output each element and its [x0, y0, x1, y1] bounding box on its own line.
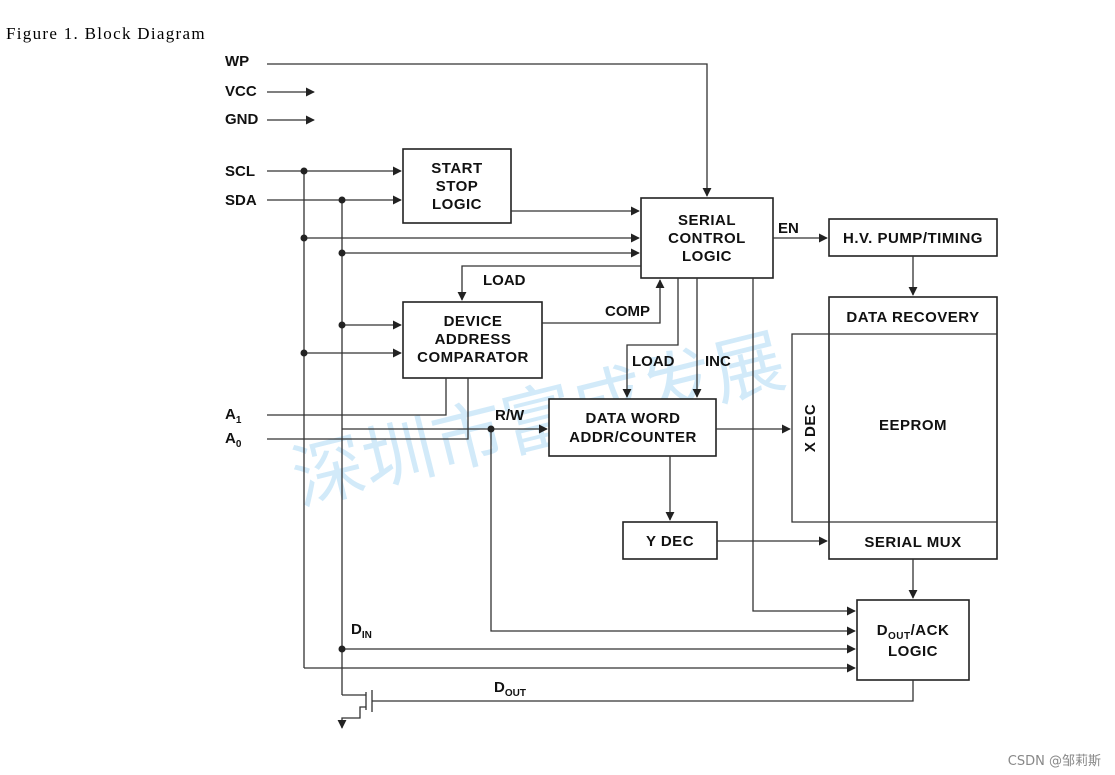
data-word-label-1: DATA WORD [585, 410, 680, 427]
start-stop-label-3: LOGIC [432, 196, 482, 213]
pin-a1-label: A1 [225, 406, 242, 426]
figure-caption: Figure 1. Block Diagram [6, 24, 206, 43]
pin-scl-label: SCL [225, 163, 255, 180]
hv-pump-timing-block: H.V. PUMP/TIMING [828, 218, 998, 257]
device-address-label-2: ADDRESS [435, 331, 512, 348]
start-stop-label-2: STOP [436, 178, 479, 195]
start-stop-logic-block: START STOP LOGIC [402, 148, 512, 224]
x-dec-block: X DEC [791, 333, 829, 523]
x-dec-label: X DEC [802, 404, 819, 452]
pin-a0-label: A0 [225, 430, 242, 450]
serial-control-label-2: CONTROL [668, 230, 746, 247]
device-address-label-3: COMPARATOR [417, 349, 529, 366]
data-recovery-label: DATA RECOVERY [846, 309, 979, 326]
eeprom-label: EEPROM [879, 417, 947, 434]
serial-control-label-3: LOGIC [682, 248, 732, 265]
signal-din-label: DIN [351, 621, 372, 641]
pin-sda-label: SDA [225, 192, 257, 209]
signal-rw-label: R/W [495, 407, 525, 424]
pin-gnd-label: GND [225, 111, 259, 128]
serial-control-label-1: SERIAL [678, 212, 736, 229]
data-word-label-2: ADDR/COUNTER [569, 429, 697, 446]
device-address-label-1: DEVICE [444, 313, 503, 330]
pin-wp-label: WP [225, 53, 249, 70]
csdn-footer: CSDN @邹莉斯 [1007, 754, 1101, 769]
dout-ack-logic-block: DOUT/ACK LOGIC [856, 599, 970, 681]
data-word-addr-counter-block: DATA WORD ADDR/COUNTER [548, 398, 717, 457]
dout-ack-label-2: LOGIC [888, 643, 938, 660]
serial-control-logic-block: SERIAL CONTROL LOGIC [640, 197, 774, 279]
eeprom-array-block: DATA RECOVERY EEPROM SERIAL MUX [828, 296, 998, 560]
hv-pump-label: H.V. PUMP/TIMING [843, 230, 983, 247]
signal-load-label-top: LOAD [483, 272, 526, 289]
signal-load-label-mid: LOAD [632, 353, 675, 370]
serial-mux-label: SERIAL MUX [864, 534, 961, 551]
signal-dout-label: DOUT [494, 679, 526, 699]
dout-ack-label-1: DOUT/ACK [877, 622, 950, 642]
signal-en-label: EN [778, 220, 799, 237]
y-dec-label: Y DEC [646, 533, 694, 550]
signal-comp-label: COMP [605, 303, 650, 320]
connection-wires [267, 63, 918, 729]
y-dec-block: Y DEC [622, 521, 718, 560]
pin-vcc-label: VCC [225, 83, 257, 100]
start-stop-label-1: START [431, 160, 482, 177]
junction-dots [300, 167, 495, 653]
signal-inc-label: INC [705, 353, 731, 370]
device-address-comparator-block: DEVICE ADDRESS COMPARATOR [402, 301, 543, 379]
